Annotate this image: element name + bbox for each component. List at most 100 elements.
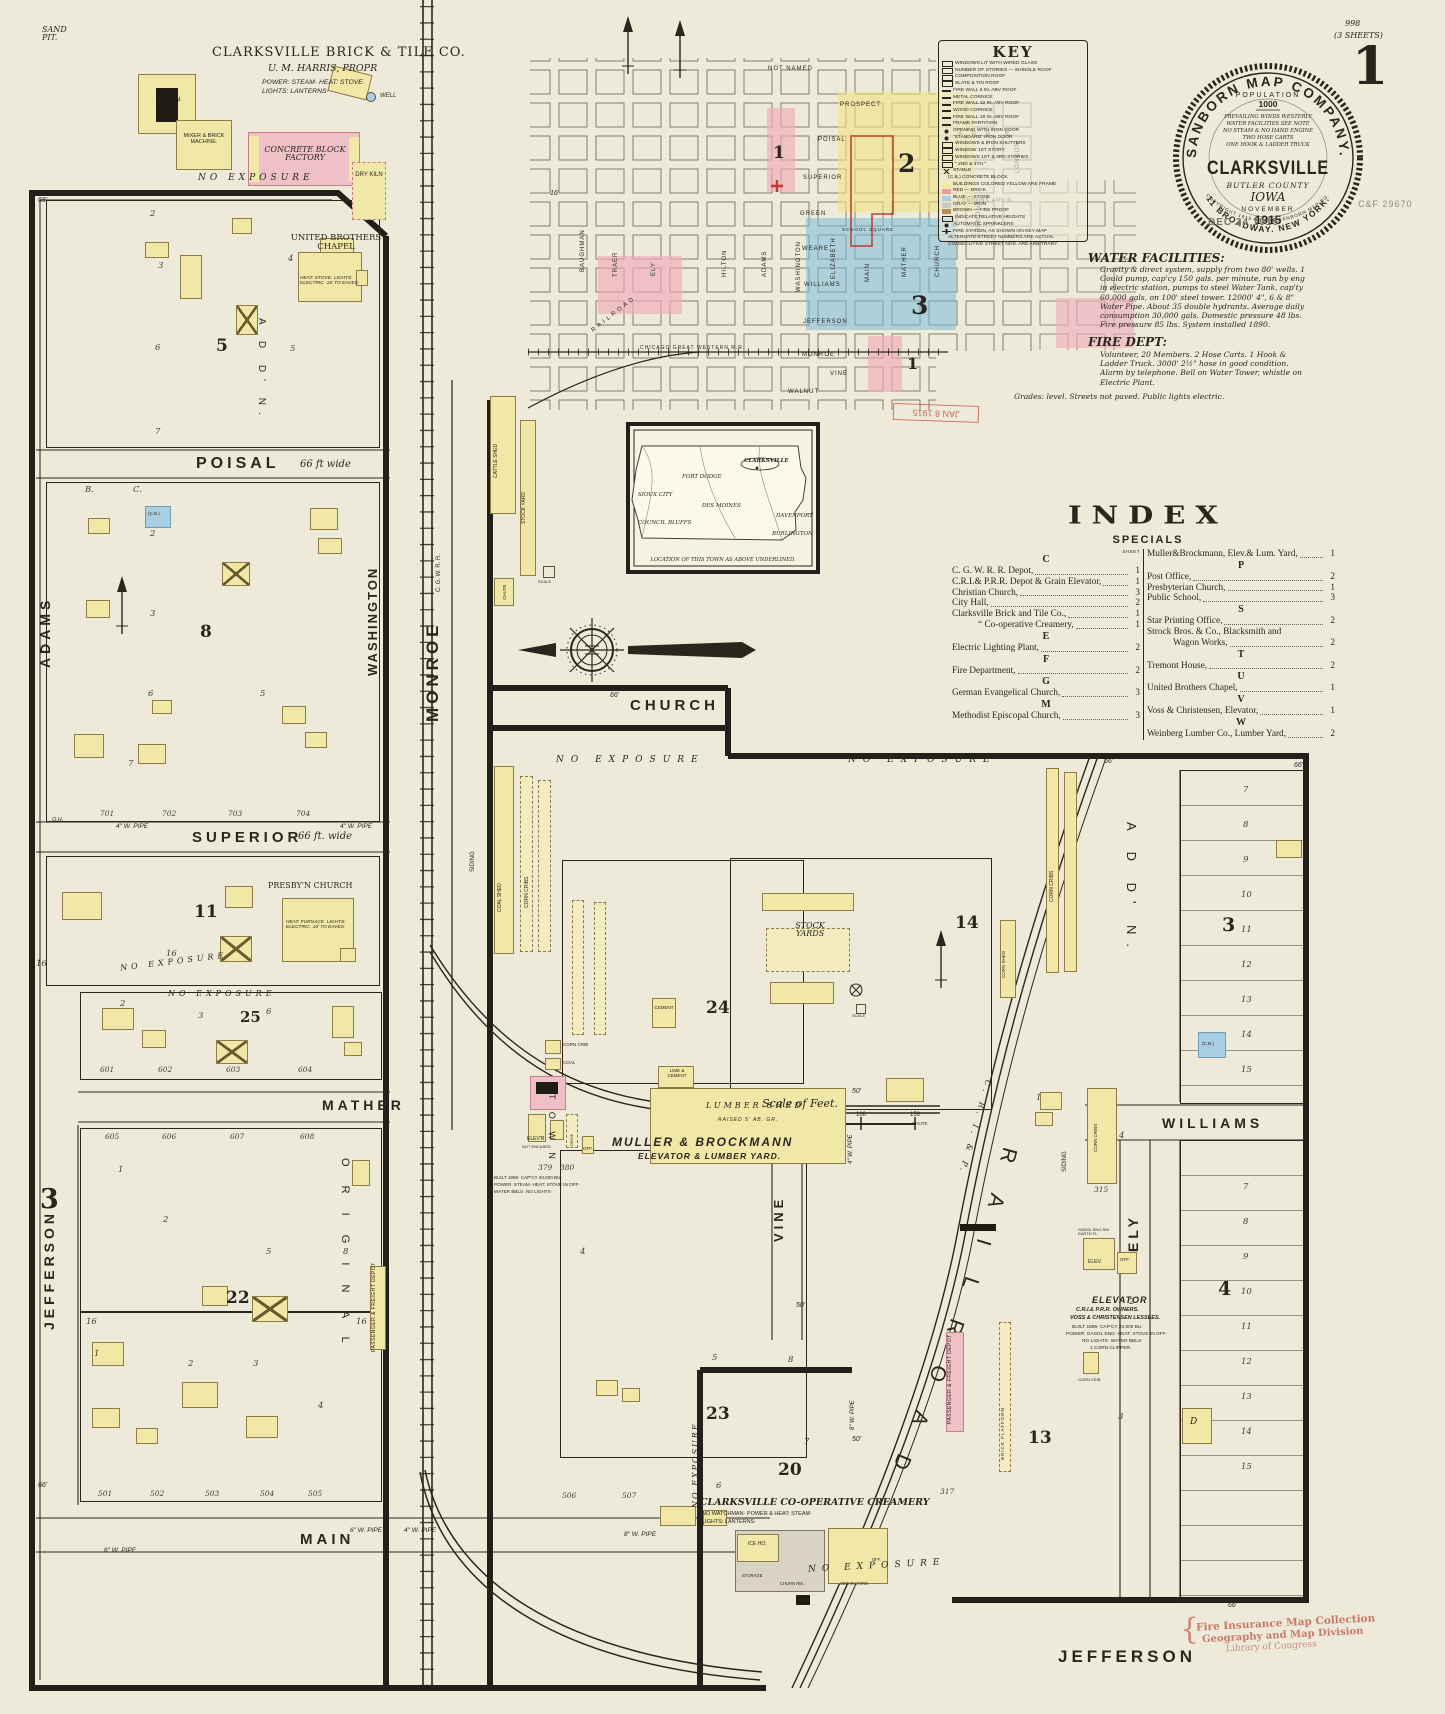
- iron-color-swatch: [942, 202, 951, 208]
- svg-text:WILLIAMS: WILLIAMS: [804, 282, 841, 288]
- lot: 2: [1129, 1297, 1135, 1307]
- building: [352, 162, 386, 220]
- lot: 3: [198, 1011, 204, 1021]
- lot: 4: [318, 1401, 324, 1411]
- width-66-d: 66': [1104, 758, 1114, 765]
- lumber-shed-label: LUMBER SHED: [706, 1101, 804, 1110]
- compass-rose: [518, 618, 756, 682]
- index-letter: S: [1238, 604, 1244, 616]
- pipe-8-vert: 8" W. PIPE: [850, 1400, 856, 1430]
- no-exposure-5: NO EXPOSURE: [848, 755, 997, 765]
- lot: 13: [1241, 995, 1252, 1005]
- building: [528, 1114, 546, 1142]
- stone-color-swatch: [942, 195, 951, 201]
- house-number: 606: [162, 1132, 177, 1141]
- width-66-a: 66': [38, 197, 48, 204]
- index-letter: V: [1237, 694, 1245, 706]
- lot: 4: [580, 1247, 586, 1257]
- house-number: 603: [226, 1065, 241, 1074]
- brick-platform-label: BRICK PLATFORM: [1000, 1406, 1005, 1460]
- creamery-detail-2: LIGHTS: LANTERNS·: [702, 1519, 757, 1525]
- brick-color-swatch: [942, 189, 951, 195]
- block-outline: [560, 1150, 807, 1458]
- building: [305, 732, 327, 748]
- index-entry: Methodist Episcopal Church,: [952, 711, 1061, 722]
- index-row: Presbyterian Church,1: [1147, 583, 1335, 594]
- index-row: Strock Bros. & Co., Blacksmith and: [1147, 627, 1335, 638]
- catalog-code: C&F 29670: [1358, 199, 1413, 209]
- scale-house-1: SCALE: [538, 579, 552, 584]
- cgw-depot-label: PASSENGER & FREIGHT DEPOT: [371, 1262, 377, 1352]
- building: [310, 508, 338, 530]
- fireproof-color-swatch: [942, 209, 951, 215]
- building: [370, 1266, 386, 1350]
- index-entry: Clarksville Brick and Tile Co.,: [952, 609, 1067, 620]
- fire-station-icon: [942, 229, 951, 235]
- elevator-line-4: POWER: GASOL ENG· HEAT: STOVE IN OFF·: [1066, 1332, 1168, 1337]
- svg-text:MATHER: MATHER: [902, 246, 908, 277]
- sprinklers-icon: [942, 222, 951, 228]
- svg-text:2: 2: [898, 149, 915, 178]
- corn-crib-label-2: CORN CRIB: [1078, 1377, 1101, 1382]
- key-line: METAL CORNICE: [953, 94, 993, 100]
- svg-text:SUPERIOR: SUPERIOR: [803, 175, 842, 181]
- lot: 5: [290, 344, 296, 354]
- iowa-inset: [626, 422, 820, 574]
- creamery-detail-1: NO WATCHMAN· POWER & HEAT: STEAM·: [702, 1511, 812, 1517]
- block-outline: [1180, 1140, 1308, 1602]
- block-outline: [80, 1128, 382, 1312]
- composition-roof-icon: [942, 74, 953, 81]
- building: [828, 1528, 888, 1584]
- building: [145, 242, 169, 258]
- lot: 11: [1241, 925, 1252, 935]
- svg-text:IOWA: IOWA: [1250, 190, 1286, 204]
- lot: 5: [266, 1247, 272, 1257]
- building: [249, 136, 259, 182]
- index-entry: Voss & Christensen, Elevator,: [1147, 706, 1259, 717]
- building: [248, 132, 360, 186]
- house-number: 379: [538, 1163, 553, 1172]
- building: [1087, 1088, 1117, 1184]
- width-66-e: 66': [1294, 762, 1304, 769]
- building: [1064, 772, 1077, 972]
- no-exposure-4: NO EXPOSURE: [556, 755, 705, 765]
- index-sheet: 3: [1135, 688, 1140, 699]
- width-66-b: 66': [38, 1482, 48, 1489]
- index-entry: Tremont House,: [1147, 660, 1208, 671]
- index-letter: C: [1042, 554, 1050, 565]
- block-4-right: 4: [1218, 1278, 1232, 1300]
- svg-text:NOVEMBER: NOVEMBER: [1241, 206, 1294, 213]
- lot: 3: [150, 609, 156, 619]
- elevator-line-2: VOSS & CHRISTENSEN LESSEES.: [1070, 1315, 1161, 1321]
- block-outline: [80, 992, 382, 1080]
- keymap-sheet-numbers: 1 2 3 1: [773, 143, 928, 373]
- index-row: Electric Lighting Plant,2: [952, 643, 1140, 654]
- house-number: 605: [105, 1132, 120, 1141]
- key-line: BUILDINGS COLORED YELLOW ARE FRAME: [953, 181, 1057, 187]
- building: [999, 1322, 1011, 1472]
- office-label-2: OFF.: [872, 1557, 882, 1562]
- muller-detail-1: BUILT 1896· CAP'CY 20,000 BU·: [494, 1175, 563, 1180]
- map-key: KEY WINDOWS LIT WITH WIRED GLASS NUMBER …: [938, 40, 1088, 247]
- building: [1046, 768, 1059, 973]
- key-line: OPENING WITH IRON DOOR: [953, 128, 1020, 134]
- lot: 2: [150, 529, 156, 539]
- svg-text:1915: 1915: [1255, 213, 1282, 227]
- elev-small-label: ELEV.: [1088, 1259, 1102, 1265]
- index-row: Post Office,2: [1147, 572, 1335, 583]
- index-entry: United Brothers Chapel,: [1147, 683, 1238, 694]
- spacer: [942, 176, 946, 181]
- building: [545, 1058, 561, 1070]
- width-50-a: 50': [852, 1088, 862, 1095]
- index-row: C. G. W. R. R. Depot,1: [952, 566, 1140, 577]
- index-row: Star Printing Office,2: [1147, 616, 1335, 627]
- key-line: BLUE — STONE: [953, 195, 991, 201]
- svg-text:1: 1: [773, 143, 785, 163]
- building: [332, 1006, 354, 1038]
- elevator-name: ELEVATOR: [1092, 1295, 1148, 1305]
- index-row: “ Co-operative Creamery,1: [952, 620, 1140, 631]
- stories-icon: [942, 68, 953, 75]
- building: [222, 562, 250, 586]
- index-entry: Strock Bros. & Co., Blacksmith and: [1147, 626, 1282, 637]
- corn-shed-label: CORN SHED: [1001, 950, 1006, 978]
